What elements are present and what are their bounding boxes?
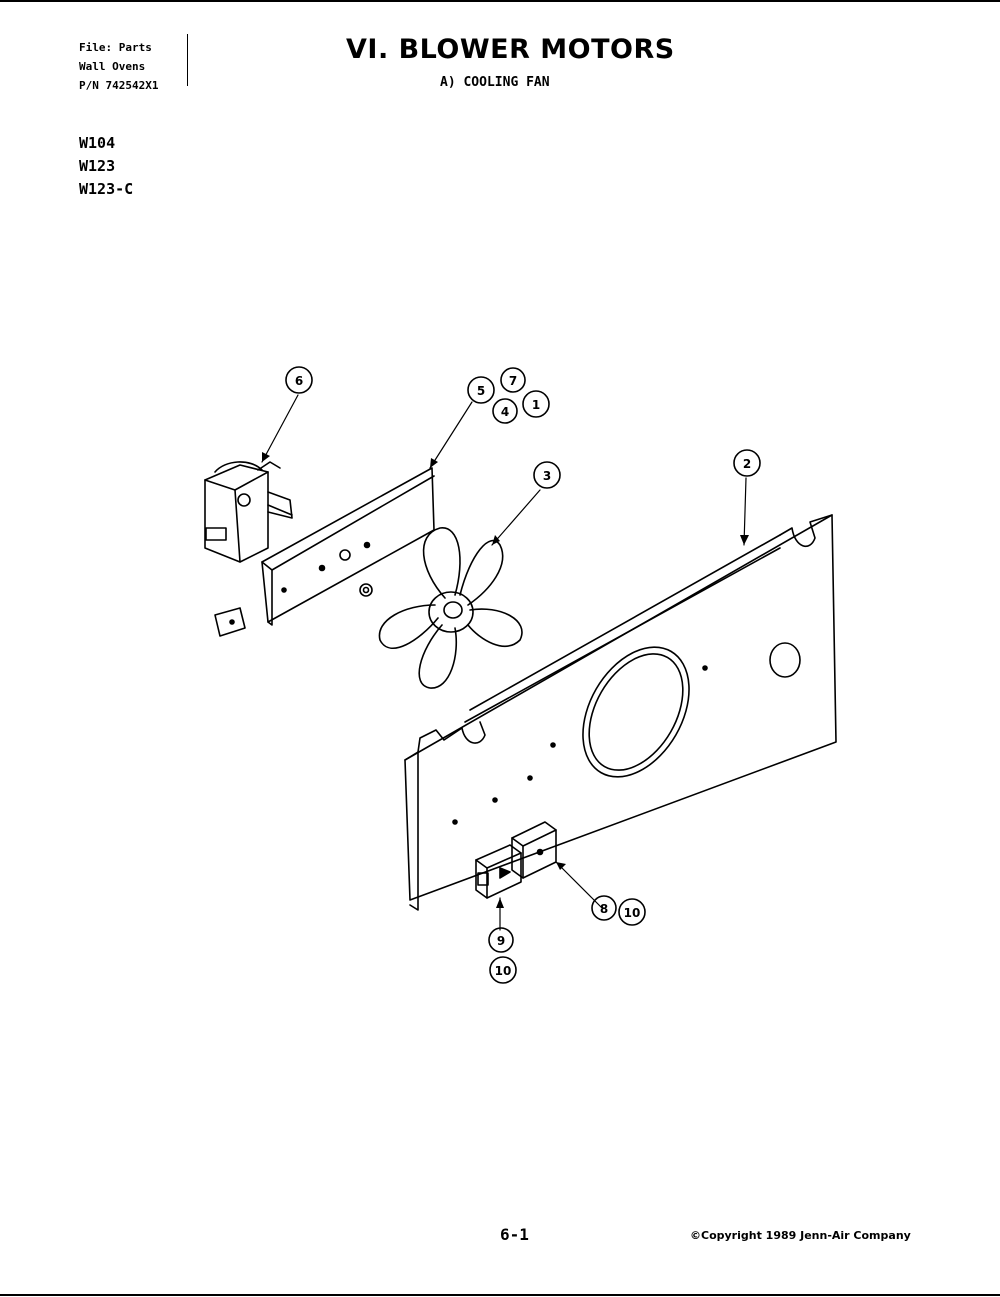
callout-number: 7: [509, 374, 517, 388]
model-number: W123-C: [79, 180, 134, 198]
file-line: P/N 742542X1: [79, 79, 159, 92]
callout-number: 3: [543, 469, 551, 483]
callout-number: 9: [497, 934, 505, 948]
back-plate: [404, 514, 837, 911]
callout-number: 10: [624, 906, 641, 920]
file-line: File: Parts: [79, 41, 152, 54]
bottom-rule: [0, 1294, 1000, 1296]
motor-bracket: [261, 467, 435, 626]
callout-circles: [285, 366, 761, 984]
page-subtitle: A) COOLING FAN: [440, 75, 550, 90]
terminal-block-9: [475, 844, 522, 899]
file-info: File: Parts Wall Ovens P/N 742542X1: [79, 38, 158, 95]
callout-number: 1: [532, 398, 540, 412]
copyright-notice: ©Copyright 1989 Jenn-Air Company: [690, 1229, 911, 1242]
callout-number: 5: [477, 384, 485, 398]
fan-blade: [378, 527, 523, 689]
model-number: W104: [79, 134, 116, 152]
callout-number: 8: [600, 902, 608, 916]
file-info-divider: [187, 34, 188, 86]
model-list: W104 W123 W123-C: [79, 132, 133, 201]
callout-number: 2: [743, 457, 751, 471]
callout-number: 6: [295, 374, 303, 388]
top-rule: [0, 0, 1000, 2]
model-number: W123: [79, 157, 116, 175]
callout-number: 10: [495, 964, 512, 978]
terminal-block-8: [511, 821, 557, 879]
blower-motor: [204, 461, 293, 563]
leader-arrowheads: [262, 452, 749, 908]
page-number: 6-1: [500, 1225, 529, 1244]
file-line: Wall Ovens: [79, 60, 146, 73]
hex-nut: [359, 583, 373, 597]
motor-clip: [214, 607, 246, 637]
callout-number: 4: [501, 405, 509, 419]
page-title: VI. BLOWER MOTORS: [346, 34, 675, 65]
